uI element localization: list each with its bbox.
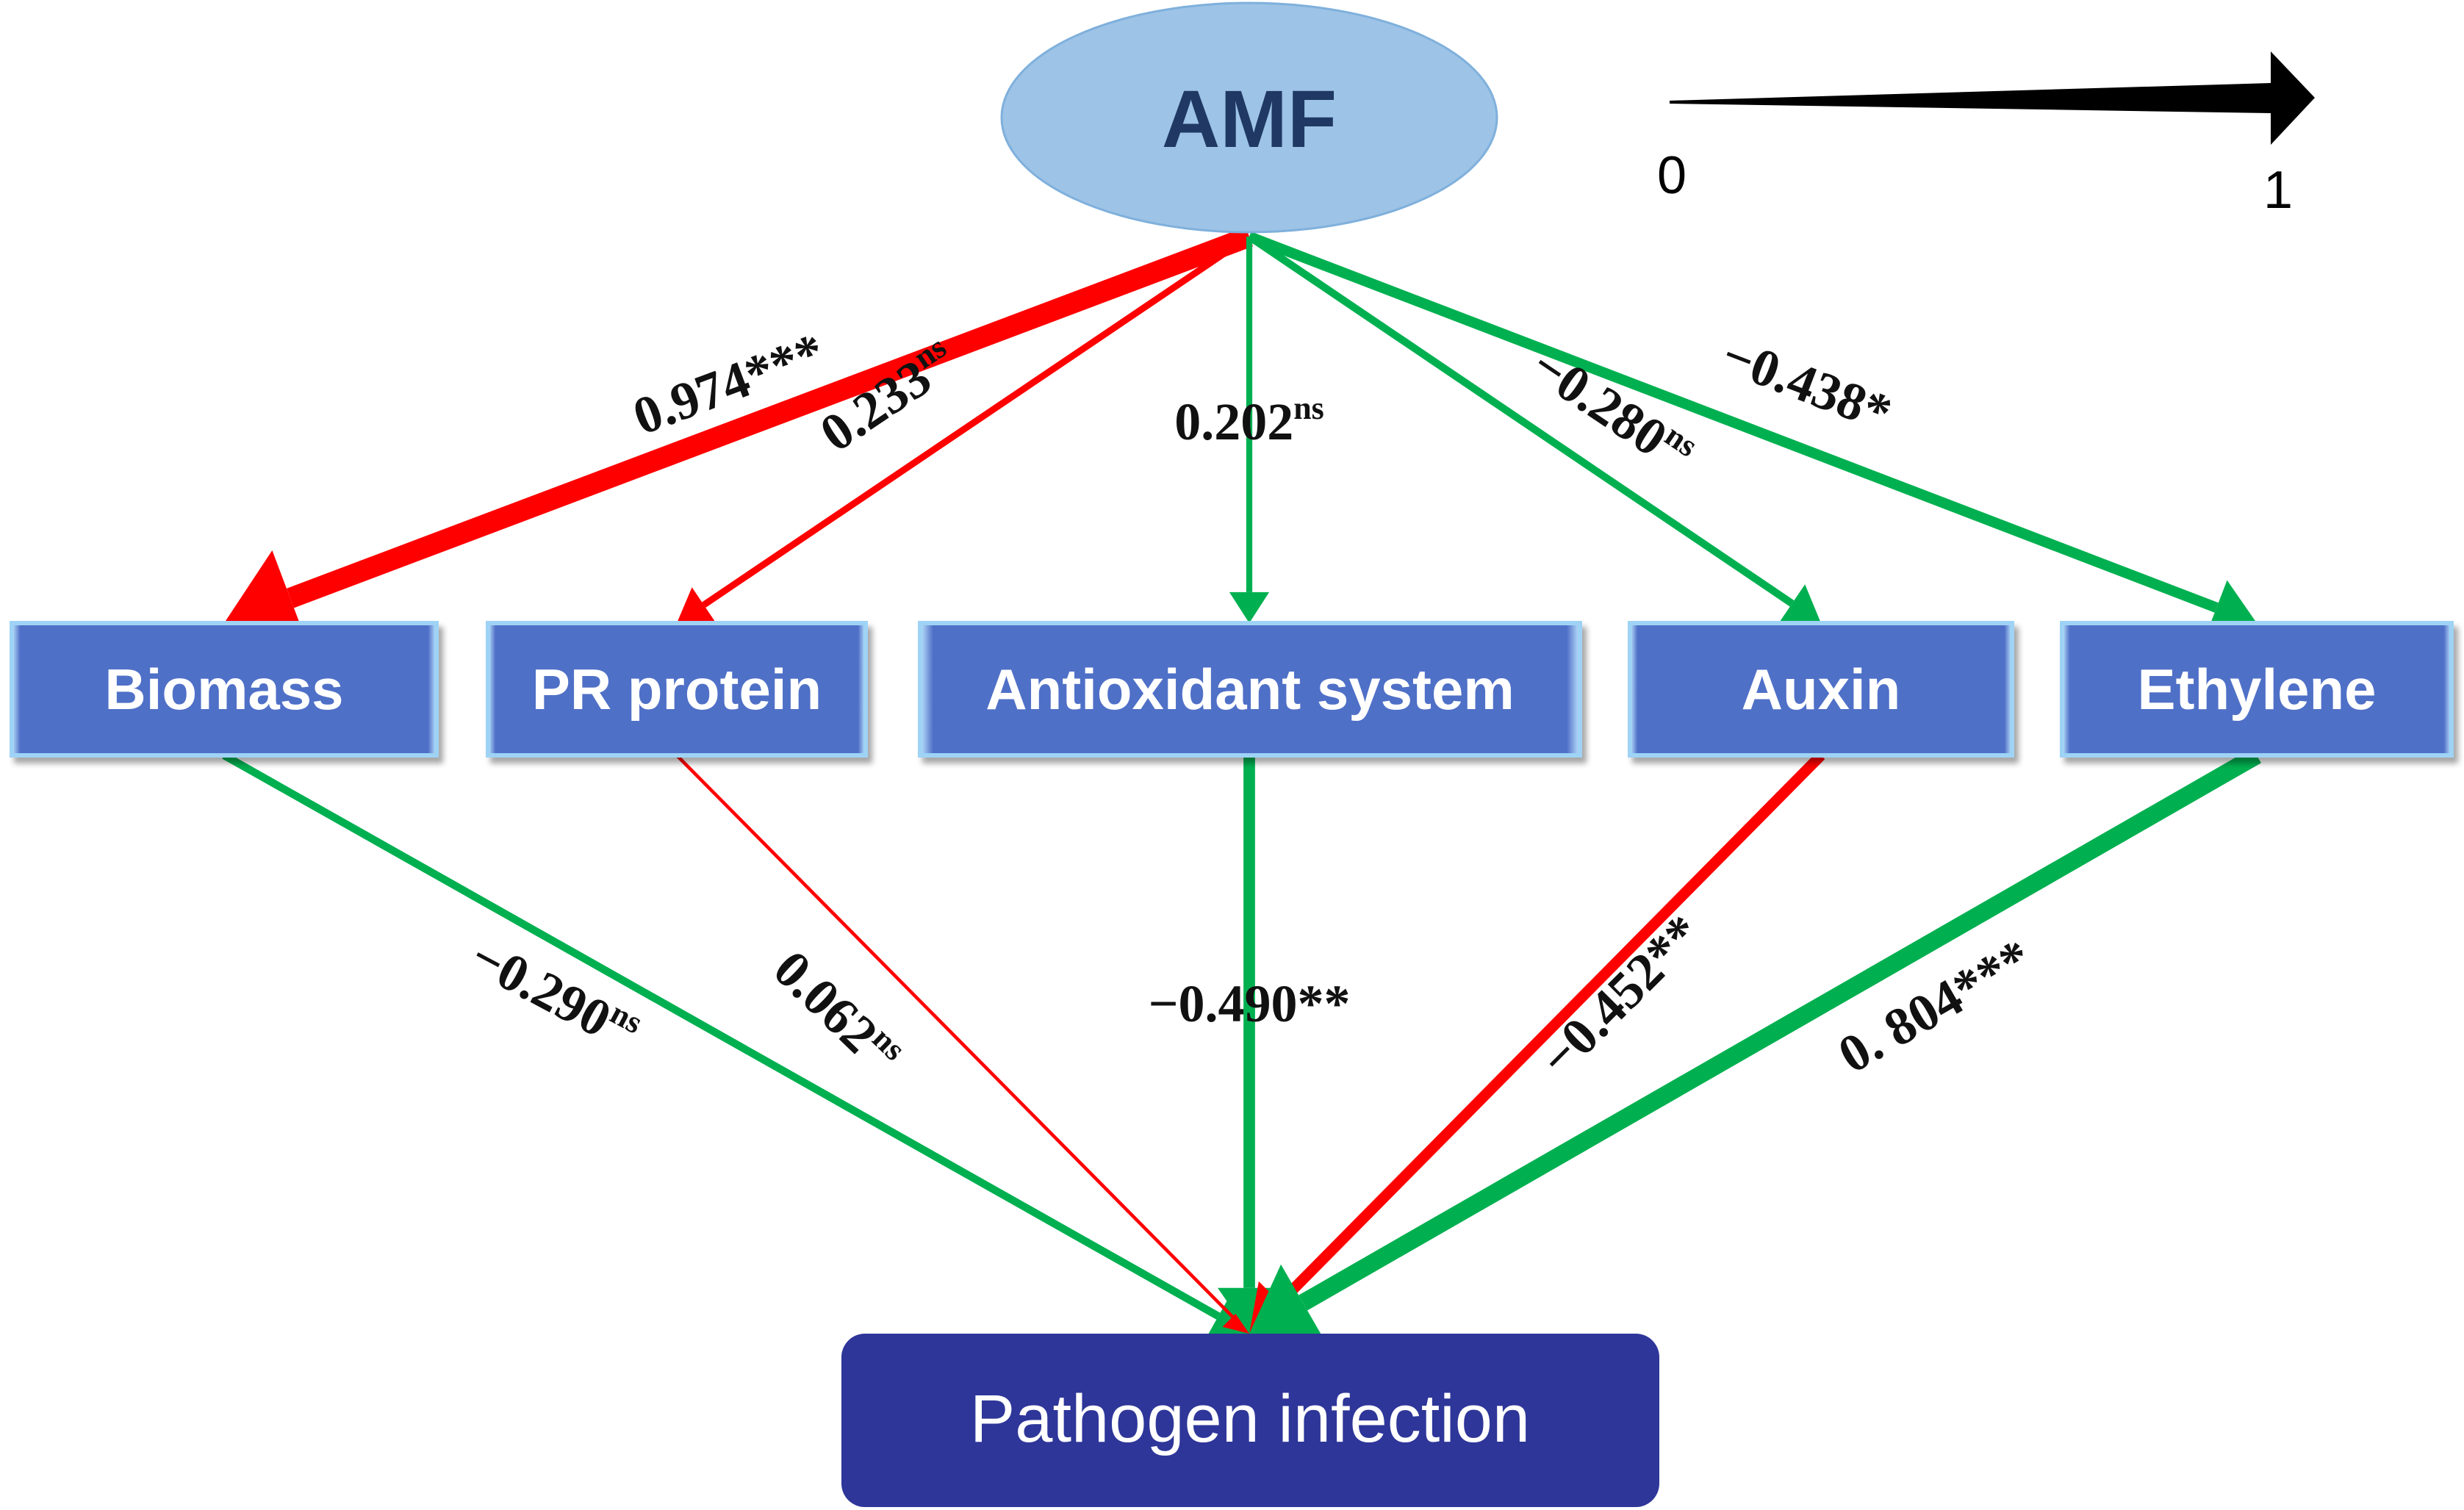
path-coefficient-4: −0.280ns [1521,334,1704,485]
scale-arrow-icon [1670,51,2315,145]
path-arrowhead-4 [1779,584,1821,623]
path-coefficient-9: −0.452** [1529,904,1713,1088]
node-antioxidant-system-label: Antioxidant system [985,657,1514,722]
node-pr-protein: PR protein [486,621,868,758]
node-biomass: Biomass [10,621,439,758]
node-antioxidant-system: Antioxidant system [918,621,1582,758]
path-coefficient-8: −0.490** [1148,974,1350,1033]
node-biomass-label: Biomass [104,657,343,722]
node-pr-protein-label: PR protein [532,657,822,722]
node-ethylene-label: Ethylene [2137,657,2376,722]
path-arrow-10 [1299,747,2261,1311]
coefficient-value: −0.290 [461,927,620,1049]
path-coefficient-3: 0.202ns [1174,390,1324,451]
coefficient-value: −0.452 [1529,941,1675,1087]
node-auxin-label: Auxin [1742,657,1901,722]
path-coefficient-7: 0.062ns [763,938,913,1085]
coefficient-value: −0.438 [1714,325,1875,433]
path-arrow-7 [675,754,1234,1318]
path-arrowhead-10 [1249,1264,1326,1342]
path-arrow-4 [1247,233,1795,607]
node-ethylene: Ethylene [2060,621,2454,758]
path-arrows [222,226,2261,1342]
node-amf-label: AMF [1162,74,1337,165]
coefficient-value: 0.202 [1174,392,1293,451]
scale-legend: 0 1 [1657,51,2315,220]
node-pathogen-infection: Pathogen infection [841,1334,1659,1507]
path-arrow-6 [222,752,1221,1320]
path-arrowhead-2 [677,587,716,623]
scale-min-label: 0 [1657,146,1687,205]
path-arrow-5 [1247,231,2219,613]
coefficient-value: −0.280 [1521,336,1678,468]
scale-max-label: 1 [2263,161,2293,220]
significance-marker: ** [1298,974,1351,1033]
path-arrow-9 [1276,751,1825,1306]
significance-marker: ns [1293,390,1324,426]
node-pathogen-infection-label: Pathogen infection [970,1381,1530,1456]
node-amf: AMF [1000,1,1498,234]
path-arrow-2 [702,234,1251,608]
path-coefficient-10: 0. 804*** [1828,928,2041,1085]
coefficient-value: −0.490 [1148,974,1297,1033]
path-arrowhead-3 [1229,592,1270,623]
path-arrow-1 [286,226,1253,608]
node-auxin: Auxin [1628,621,2014,758]
